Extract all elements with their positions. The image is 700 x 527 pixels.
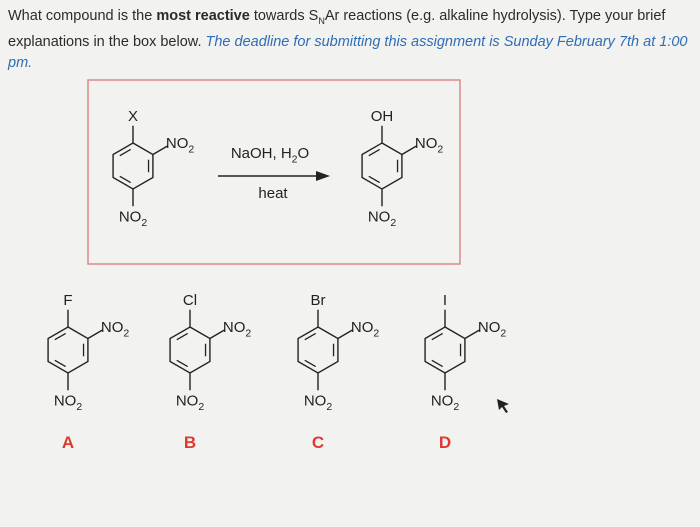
reaction-arrow <box>218 171 330 181</box>
compound-d-double-bond <box>431 359 443 368</box>
compound-b-double-bond <box>176 332 188 341</box>
reactant-top-label: X <box>128 108 138 125</box>
compound-d-ortho-bond <box>464 329 481 340</box>
product-ortho-label: NO2 <box>415 135 444 156</box>
reactant-double-bond <box>119 175 131 184</box>
reactant-molecule <box>112 125 169 207</box>
compound-letter-d: D <box>439 433 451 452</box>
question-snar-sub: N <box>318 15 325 26</box>
product-benzene-ring <box>361 142 403 190</box>
compound-b-para-label: NO2 <box>176 392 205 413</box>
product-double-bond <box>368 148 380 157</box>
reactant-para-label: NO2 <box>119 208 148 229</box>
compound-a-double-bond <box>54 332 66 341</box>
compound-c-top-label: Br <box>311 292 326 309</box>
compound-letter-c: C <box>312 433 324 452</box>
reactant-ortho-label: NO2 <box>166 135 195 156</box>
compound-a-para-label: NO2 <box>54 392 83 413</box>
compound-c-double-bond <box>304 359 316 368</box>
compound-a-double-bond <box>54 359 66 368</box>
reactant-benzene-ring <box>112 142 154 190</box>
compound-c-ortho-bond <box>337 329 354 340</box>
compound-letter-a: A <box>62 433 74 452</box>
compound-a-benzene-ring <box>47 326 89 374</box>
compound-b-top-label: Cl <box>183 292 197 309</box>
reaction-box <box>87 79 461 265</box>
reagents-label: NaOH, H2O <box>231 145 309 166</box>
product-para-label: NO2 <box>368 208 397 229</box>
compound-d-molecule <box>424 309 481 391</box>
compound-a-top-label: F <box>63 292 72 309</box>
product-ortho-bond <box>401 145 418 156</box>
product-double-bond <box>368 175 380 184</box>
compound-b-ortho-label: NO2 <box>223 319 252 340</box>
compound-d-benzene-ring <box>424 326 466 374</box>
question-snar: towards S <box>249 8 319 24</box>
mouse-cursor-icon <box>497 399 509 413</box>
question-emphasis: most reactive <box>156 8 250 24</box>
question-intro: What compound is the <box>8 8 157 24</box>
compound-b-molecule <box>169 309 226 391</box>
condition-label: heat <box>258 185 288 202</box>
compound-d-double-bond <box>431 332 443 341</box>
reactant-double-bond <box>119 148 131 157</box>
compound-d-para-label: NO2 <box>431 392 460 413</box>
compound-c-molecule <box>297 309 354 391</box>
compound-c-benzene-ring <box>297 326 339 374</box>
deadline-text: The deadline for submitting this assignm… <box>8 33 688 71</box>
compound-d-ortho-label: NO2 <box>478 319 507 340</box>
reactant-ortho-bond <box>152 145 169 156</box>
product-molecule <box>361 125 418 207</box>
compound-b-double-bond <box>176 359 188 368</box>
question-text: What compound is the most reactive towar… <box>8 6 698 74</box>
compound-c-para-label: NO2 <box>304 392 333 413</box>
compound-a-molecule <box>47 309 104 391</box>
compound-a-ortho-label: NO2 <box>101 319 130 340</box>
compound-c-ortho-label: NO2 <box>351 319 380 340</box>
product-top-label: OH <box>371 108 394 125</box>
compound-c-double-bond <box>304 332 316 341</box>
compound-b-ortho-bond <box>209 329 226 340</box>
compound-d-top-label: I <box>443 292 447 309</box>
compound-a-ortho-bond <box>87 329 104 340</box>
compound-letter-b: B <box>184 433 196 452</box>
question-body: Ar reactions (e.g. alkaline hydrolysis).… <box>8 8 666 50</box>
compound-b-benzene-ring <box>169 326 211 374</box>
